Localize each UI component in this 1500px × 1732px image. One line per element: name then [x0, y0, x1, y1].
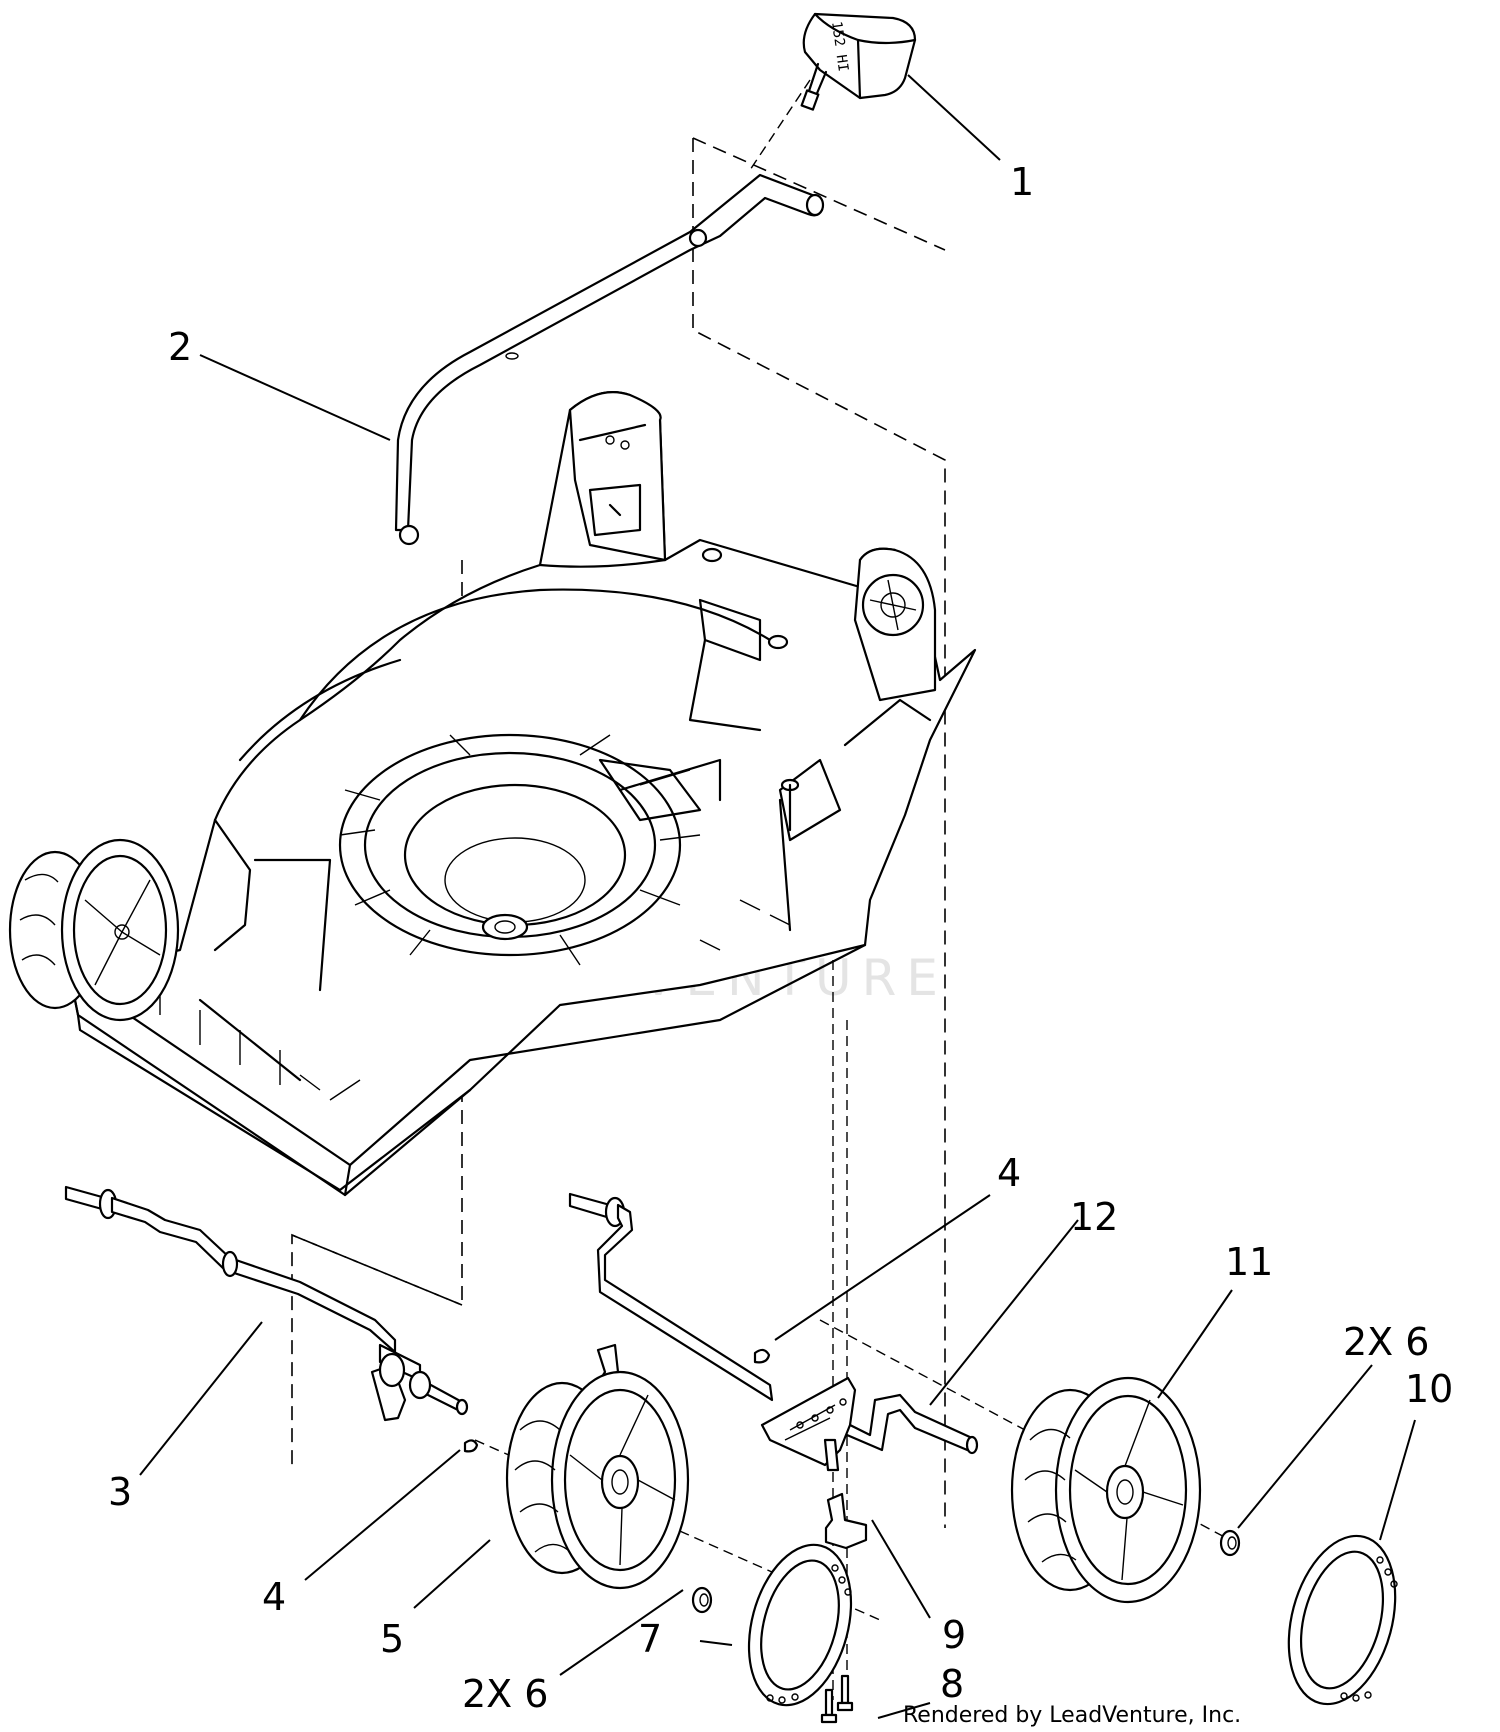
- part-8-screws: [820, 1674, 854, 1724]
- knob-label: 152 HI: [828, 20, 851, 72]
- part-5-front-wheel: [505, 1370, 690, 1590]
- part-2-adjust-lever: [394, 173, 825, 546]
- callout-12: 12: [1070, 1195, 1118, 1239]
- callout-8: 8: [940, 1662, 964, 1706]
- part-6-left-bushing: [691, 1586, 713, 1614]
- mower-deck-housing: [68, 391, 977, 1197]
- callout-3: 3: [108, 1470, 132, 1514]
- part-6-right-bushing: [1219, 1529, 1241, 1557]
- callout-labels: 1 2 3 4 4 5 2X 6 2X 6 7 8 9 10 11 12: [108, 160, 1453, 1716]
- callout-7: 7: [638, 1617, 662, 1661]
- leader-lines: [139, 74, 1416, 1719]
- callout-10: 10: [1405, 1367, 1453, 1411]
- part-1-height-knob: 152 HI: [800, 12, 917, 111]
- part-11-rear-wheel: [1010, 1376, 1202, 1604]
- callout-9: 9: [942, 1613, 966, 1657]
- callout-5: 5: [380, 1617, 404, 1661]
- callout-2: 2: [168, 325, 192, 369]
- callout-4-upper: 4: [997, 1151, 1021, 1195]
- credit-text: Rendered by LeadVenture, Inc.: [903, 1703, 1241, 1728]
- deck-mounted-wheel: [8, 838, 180, 1022]
- part-7-left-hubcap: [747, 1543, 853, 1707]
- callout-4-lower: 4: [262, 1575, 286, 1619]
- part-12-rear-axle: [568, 1192, 979, 1472]
- callout-1: 1: [1010, 160, 1034, 204]
- part-10-right-hubcap: [1287, 1534, 1398, 1706]
- part-3-front-axle: [64, 1185, 479, 1453]
- callout-11: 11: [1225, 1240, 1273, 1284]
- callout-6-left: 2X 6: [462, 1672, 548, 1716]
- callout-6-right: 2X 6: [1343, 1320, 1429, 1364]
- part-9-lower-clip: [824, 1492, 868, 1550]
